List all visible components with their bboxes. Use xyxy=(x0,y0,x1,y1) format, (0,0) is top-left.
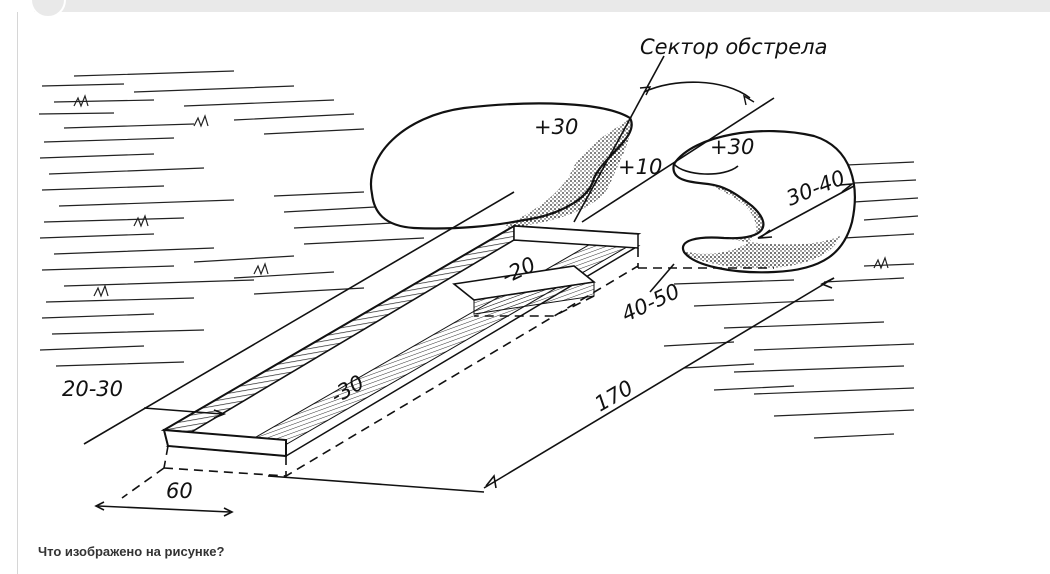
dashed-lines xyxy=(121,248,774,499)
question-text: Что изображено на рисунке? xyxy=(38,544,225,559)
left-divider xyxy=(17,12,18,574)
left-parapet-height-label: +30 xyxy=(534,115,578,139)
trench-width-label: 20-30 xyxy=(62,377,123,401)
trench-diagram-image: Сектор обстрела +30 +30 +10 30-40 -20 40… xyxy=(34,16,920,528)
right-parapet-height-label: +30 xyxy=(710,135,754,159)
right-parapet-mound xyxy=(672,130,856,274)
step-width-label: 40-50 xyxy=(618,279,683,327)
gap-height-label: +10 xyxy=(618,155,662,179)
trench xyxy=(160,224,642,458)
question-header-bar xyxy=(34,0,1050,12)
sector-of-fire-label: Сектор обстрела xyxy=(640,35,827,59)
trench-end-width-label: 60 xyxy=(166,479,193,503)
left-parapet-mound xyxy=(369,102,633,230)
dimension-lines xyxy=(83,55,855,517)
grass-strokes xyxy=(38,70,919,439)
